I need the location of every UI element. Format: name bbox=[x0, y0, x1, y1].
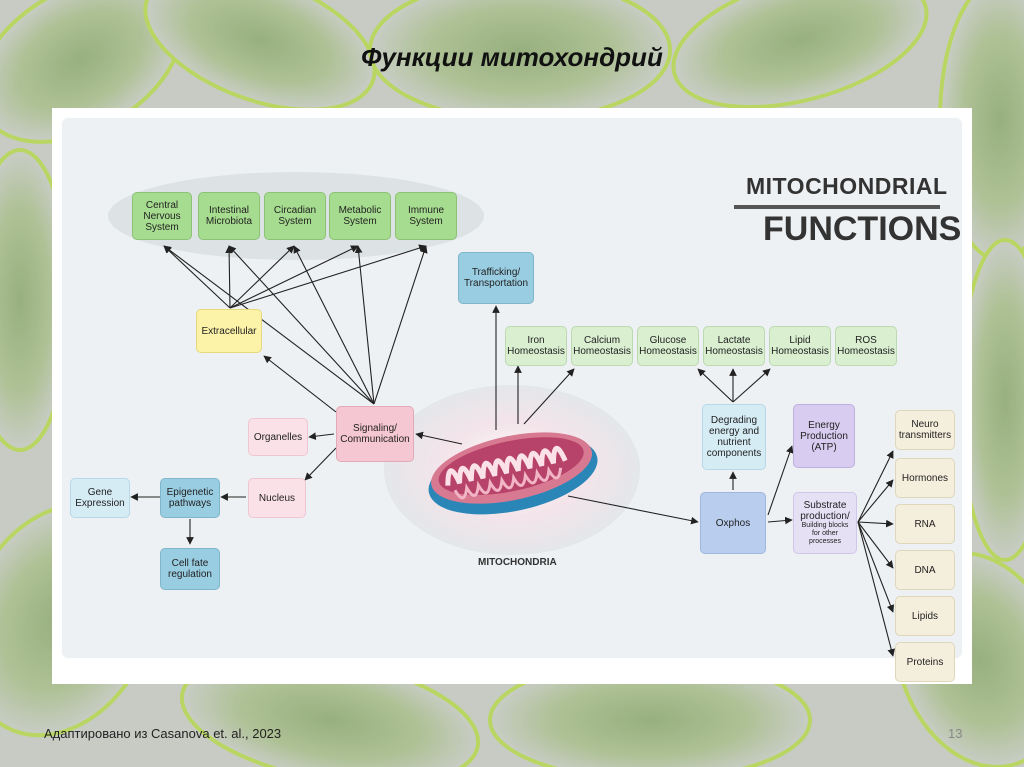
node-lactate-homeostasis: Lactate Homeostasis bbox=[703, 326, 765, 366]
node-ros-homeostasis: ROS Homeostasis bbox=[835, 326, 897, 366]
node-metabolic-system: Metabolic System bbox=[329, 192, 391, 240]
node-nucleus: Nucleus bbox=[248, 478, 306, 518]
node-neurotransmitters: Neuro transmitters bbox=[895, 410, 955, 450]
node-extracellular: Extracellular bbox=[196, 309, 262, 353]
node-central-nervous-system: Central Nervous System bbox=[132, 192, 192, 240]
node-substrate-production: Substrate production/ Building blocks fo… bbox=[793, 492, 857, 554]
node-epigenetic-pathways: Epigenetic pathways bbox=[160, 478, 220, 518]
node-lipids: Lipids bbox=[895, 596, 955, 636]
node-iron-homeostasis: Iron Homeostasis bbox=[505, 326, 567, 366]
node-oxphos: Oxphos bbox=[700, 492, 766, 554]
node-hormones: Hormones bbox=[895, 458, 955, 498]
node-circadian-system: Circadian System bbox=[264, 192, 326, 240]
node-dna: DNA bbox=[895, 550, 955, 590]
slide-page-number: 13 bbox=[948, 726, 963, 741]
diagram-heading-line2: FUNCTIONS bbox=[763, 210, 962, 248]
substrate-title: Substrate production/ bbox=[800, 500, 850, 522]
node-intestinal-microbiota: Intestinal Microbiota bbox=[198, 192, 260, 240]
node-lipid-homeostasis: Lipid Homeostasis bbox=[769, 326, 831, 366]
node-calcium-homeostasis: Calcium Homeostasis bbox=[571, 326, 633, 366]
diagram-heading-line1: MITOCHONDRIAL bbox=[746, 173, 948, 199]
node-proteins: Proteins bbox=[895, 642, 955, 682]
node-energy-production: Energy Production (ATP) bbox=[793, 404, 855, 468]
node-trafficking-transportation: Trafficking/ Transportation bbox=[458, 252, 534, 304]
slide-title: Функции митохондрий bbox=[361, 42, 663, 72]
node-rna: RNA bbox=[895, 504, 955, 544]
node-immune-system: Immune System bbox=[395, 192, 457, 240]
substrate-subtitle: Building blocks for other processes bbox=[801, 522, 849, 545]
node-gene-expression: Gene Expression bbox=[70, 478, 130, 518]
heading-underline bbox=[734, 205, 940, 209]
node-glucose-homeostasis: Glucose Homeostasis bbox=[637, 326, 699, 366]
node-degrading-energy: Degrading energy and nutrient components bbox=[702, 404, 766, 470]
node-cell-fate-regulation: Cell fate regulation bbox=[160, 548, 220, 590]
mitochondria-label: MITOCHONDRIA bbox=[478, 557, 557, 568]
node-signaling-communication: Signaling/ Communication bbox=[336, 406, 414, 462]
node-organelles: Organelles bbox=[248, 418, 308, 456]
mitochondria-illustration bbox=[428, 432, 598, 515]
slide-footer-citation: Адаптировано из Casanova et. al., 2023 bbox=[44, 726, 282, 741]
